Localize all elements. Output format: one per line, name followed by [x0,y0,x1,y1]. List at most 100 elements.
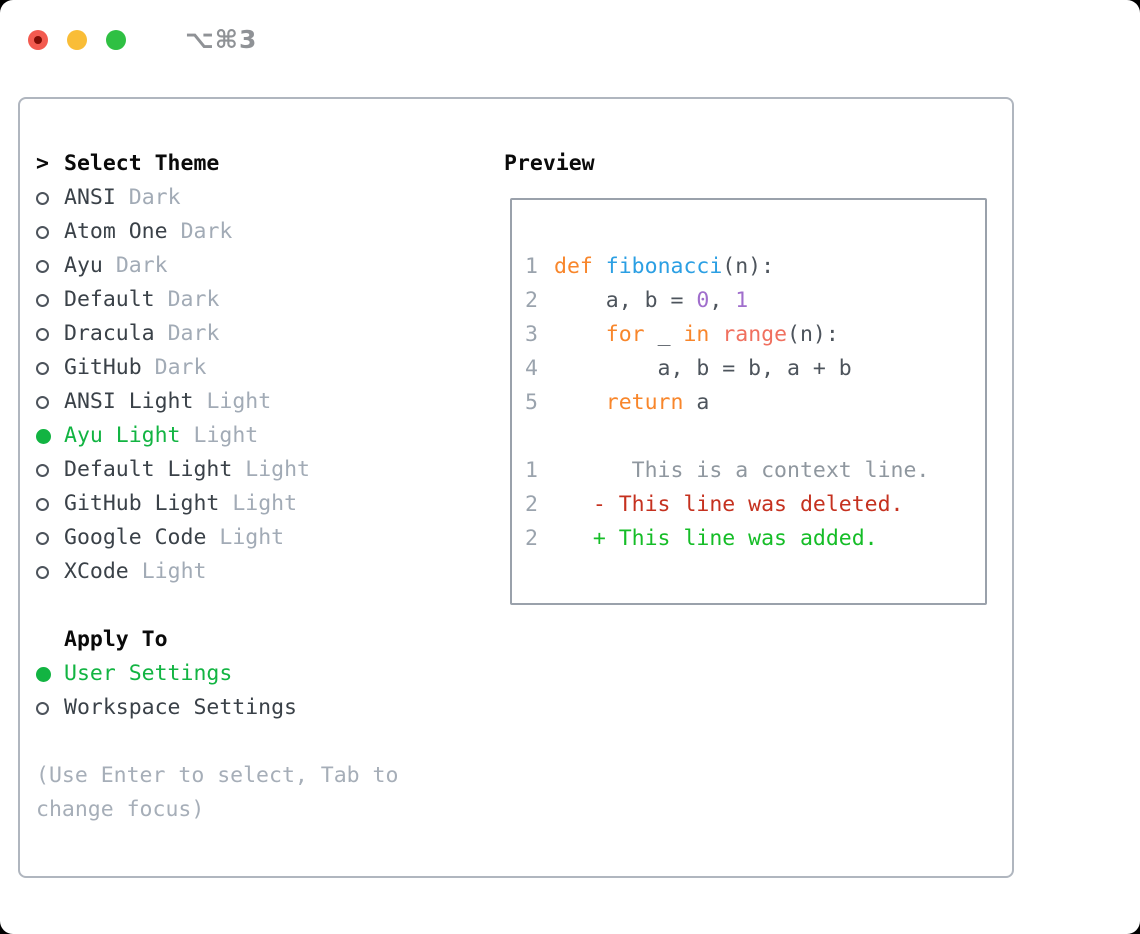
code-segment: 0 [696,288,710,313]
item-label: Default Light [64,457,233,482]
preview-line-code: 4 a, b = b, a + b [525,352,985,386]
code-segment: a, b = [554,288,697,313]
apply-option-user-settings[interactable]: User Settings [36,657,1012,691]
item-variant-tag: Dark [115,253,168,278]
preview-lines: 1 def fibonacci(n): 2 a, b = 0, 1 3 for … [525,250,985,556]
select-theme-header-row: > Select Theme [36,147,1012,181]
line-content: This is a context line. [554,454,930,488]
apply-option-workspace-settings[interactable]: Workspace Settings [36,691,1012,725]
code-segment [593,254,606,279]
code-segment: a, b = b, a + b [554,356,852,381]
theme-item-github-light[interactable]: GitHub Light Light [36,487,1012,521]
theme-item-google-code[interactable]: Google Code Light [36,521,1012,555]
theme-item-default[interactable]: Default Dark [36,283,1012,317]
line-content: + This line was added. [554,522,878,556]
radio-marker-icon [36,428,64,444]
preview-header: Preview [504,151,595,176]
code-segment: for [605,322,645,347]
radio-marker-icon [36,327,64,341]
item-label: ANSI [64,185,116,210]
code-segment [709,322,722,347]
theme-item-atom-one[interactable]: Atom One Dark [36,215,1012,249]
hint-text: (Use Enter to select, Tab to change focu… [36,763,412,822]
preview-line-diff-added: 2 + This line was added. [525,522,985,556]
preview-line-code: 5 return a [525,386,985,420]
preview-header-row: Preview [504,147,996,181]
item-variant-tag: Dark [167,287,220,312]
select-theme-header: Select Theme [64,151,220,176]
zoom-button[interactable] [106,29,126,50]
item-label: Dracula [64,321,155,346]
radio-marker-icon [36,497,64,511]
code-segment: (n): [787,322,839,347]
theme-item-xcode[interactable]: XCode Light [36,555,1012,589]
theme-items: ANSI Dark Atom One Dark Ayu Dark Default… [36,181,1012,589]
item-label: User Settings [64,661,233,686]
item-variant-tag: Light [245,457,311,482]
line-number: 4 [525,356,538,381]
apply-to-header-row: Apply To [36,623,1012,657]
minimize-button[interactable] [67,29,87,50]
theme-item-ayu-light[interactable]: Ayu Light Light [36,419,1012,453]
code-segment: return [605,390,684,415]
code-segment: This is a context line. [554,458,930,483]
line-content: a, b = 0, 1 [554,284,748,318]
item-variant-tag: Dark [128,185,181,210]
preview-line-code: 3 for _ in range(n): [525,318,985,352]
theme-list-column: > Select Theme ANSI Dark Atom One Dark A… [36,147,1012,827]
line-number: 3 [525,322,538,347]
item-variant-tag: Light [206,389,272,414]
item-label: Ayu [64,253,103,278]
preview-box: 1 def fibonacci(n): 2 a, b = 0, 1 3 for … [510,198,987,605]
line-content: return a [554,386,710,420]
line-number: 2 [525,492,538,517]
apply-to-header: Apply To [64,627,168,652]
line-content: def fibonacci(n): [554,250,774,284]
radio-marker-icon [36,666,64,682]
preview-line-blank [525,420,985,454]
line-content: a, b = b, a + b [554,352,852,386]
theme-item-github[interactable]: GitHub Dark [36,351,1012,385]
line-number: 5 [525,390,538,415]
line-number: 1 [525,254,538,279]
code-segment: in [683,322,710,347]
radio-marker-icon [36,191,64,205]
item-label: GitHub [64,355,142,380]
code-segment: a [683,390,710,415]
code-segment [554,390,606,415]
code-segment: , [709,288,736,313]
line-number: 1 [525,458,538,483]
radio-marker-icon [36,259,64,273]
preview-line-code: 1 def fibonacci(n): [525,250,985,284]
item-label: Default [64,287,155,312]
item-variant-tag: Light [141,559,207,584]
item-label: XCode [64,559,129,584]
theme-item-ansi-light[interactable]: ANSI Light Light [36,385,1012,419]
item-variant-tag: Dark [167,321,220,346]
item-variant-tag: Light [193,423,259,448]
apply-to-options: User Settings Workspace Settings [36,657,1012,725]
radio-marker-icon [36,565,64,579]
item-variant-tag: Light [219,525,285,550]
spacer [36,725,1012,759]
theme-item-ansi[interactable]: ANSI Dark [36,181,1012,215]
radio-marker-icon [36,531,64,545]
prompt-caret: > [36,151,49,176]
theme-item-dracula[interactable]: Dracula Dark [36,317,1012,351]
radio-marker-icon [36,463,64,477]
code-segment: _ [644,322,684,347]
theme-item-ayu[interactable]: Ayu Dark [36,249,1012,283]
code-segment: range [722,322,788,347]
item-label: Atom One [64,219,168,244]
radio-marker-icon [36,293,64,307]
theme-item-default-light[interactable]: Default Light Light [36,453,1012,487]
radio-marker-icon [36,701,64,715]
code-segment: def [554,254,593,279]
preview-line-diff-context: 1 This is a context line. [525,454,985,488]
close-button-dot [34,35,42,44]
code-segment: + This line was added. [554,526,878,551]
code-segment: 1 [735,288,749,313]
close-button[interactable] [28,29,48,50]
radio-marker-icon [36,225,64,239]
window-title: ⌥⌘3 [185,25,258,54]
